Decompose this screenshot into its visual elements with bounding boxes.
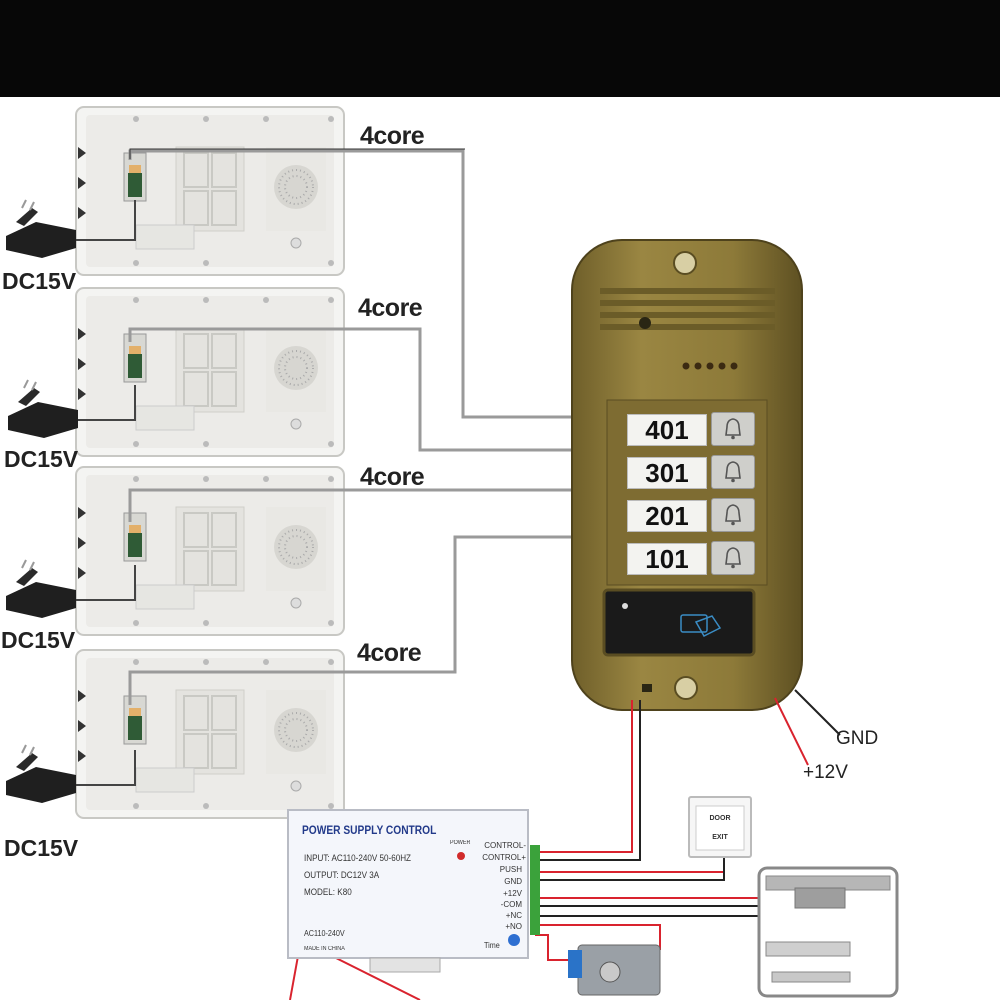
terminal-no: +NO	[505, 922, 522, 931]
power-adapter-4	[5, 744, 77, 804]
indoor-monitor-2	[75, 287, 345, 457]
cable-label-2: 4core	[358, 294, 423, 322]
terminal-control-minus: CONTROL-	[484, 841, 526, 850]
psu-time-label: Time	[484, 941, 500, 950]
psu-output: OUTPUT: DC12V 3A	[304, 870, 380, 880]
power-adapter-1	[5, 199, 77, 259]
bell-icon	[725, 418, 741, 441]
power-adapter-3	[5, 559, 77, 619]
exit-button-line2: EXIT	[712, 834, 728, 841]
cable-label-4: 4core	[357, 639, 422, 667]
terminal-com: -COM	[500, 900, 522, 909]
apartment-label-2: 301	[627, 457, 707, 489]
power-label-1: DC15V	[2, 268, 77, 294]
power-label-4: DC15V	[4, 835, 79, 861]
terminal-gnd: GND	[504, 877, 522, 886]
top-banner	[0, 0, 1000, 97]
indoor-monitor-4	[75, 649, 345, 819]
electric-lock-device	[568, 944, 661, 996]
psu-ac: AC110-240V	[304, 929, 345, 938]
apartment-label-3: 201	[627, 500, 707, 532]
cable-label-3: 4core	[360, 463, 425, 491]
adapter-cables	[76, 200, 136, 786]
control-wires	[289, 700, 760, 1000]
call-button-2[interactable]	[711, 455, 755, 489]
panel-supply-wires	[774, 689, 841, 766]
power-label-2: DC15V	[4, 446, 79, 472]
psu-model: MODEL: K80	[304, 887, 352, 897]
exit-button-line1: DOOR	[709, 815, 731, 822]
plus12v-label: +12V	[803, 762, 848, 783]
call-button-4[interactable]	[711, 541, 755, 575]
exit-button-device	[688, 796, 752, 858]
psu-made: MADE IN CHINA	[304, 946, 345, 952]
bell-icon	[725, 461, 741, 484]
terminal-push: PUSH	[499, 865, 522, 874]
gnd-label: GND	[836, 728, 879, 749]
lock-photo-frame	[757, 866, 899, 998]
apartment-label-1: 401	[627, 414, 707, 446]
psu-input: INPUT: AC110-240V 50-60HZ	[304, 853, 412, 863]
cable-label-1: 4core	[360, 122, 425, 150]
bell-icon	[725, 547, 741, 570]
power-label-3: DC15V	[1, 627, 76, 653]
indoor-monitor-3	[75, 466, 345, 636]
terminal-control-plus: CONTROL+	[482, 853, 526, 862]
terminal-nc: +NC	[505, 911, 522, 920]
psu-power-led-label: POWER	[450, 840, 471, 846]
call-button-3[interactable]	[711, 498, 755, 532]
terminal-12v: +12V	[503, 889, 522, 898]
call-button-1[interactable]	[711, 412, 755, 446]
psu-title: POWER SUPPLY CONTROL	[302, 823, 437, 837]
apartment-label-4: 101	[627, 543, 707, 575]
indoor-monitor-1	[75, 106, 345, 276]
power-adapter-2	[7, 379, 79, 439]
bell-icon	[725, 504, 741, 527]
4core-cables	[128, 148, 572, 705]
power-supply-box	[287, 809, 540, 973]
